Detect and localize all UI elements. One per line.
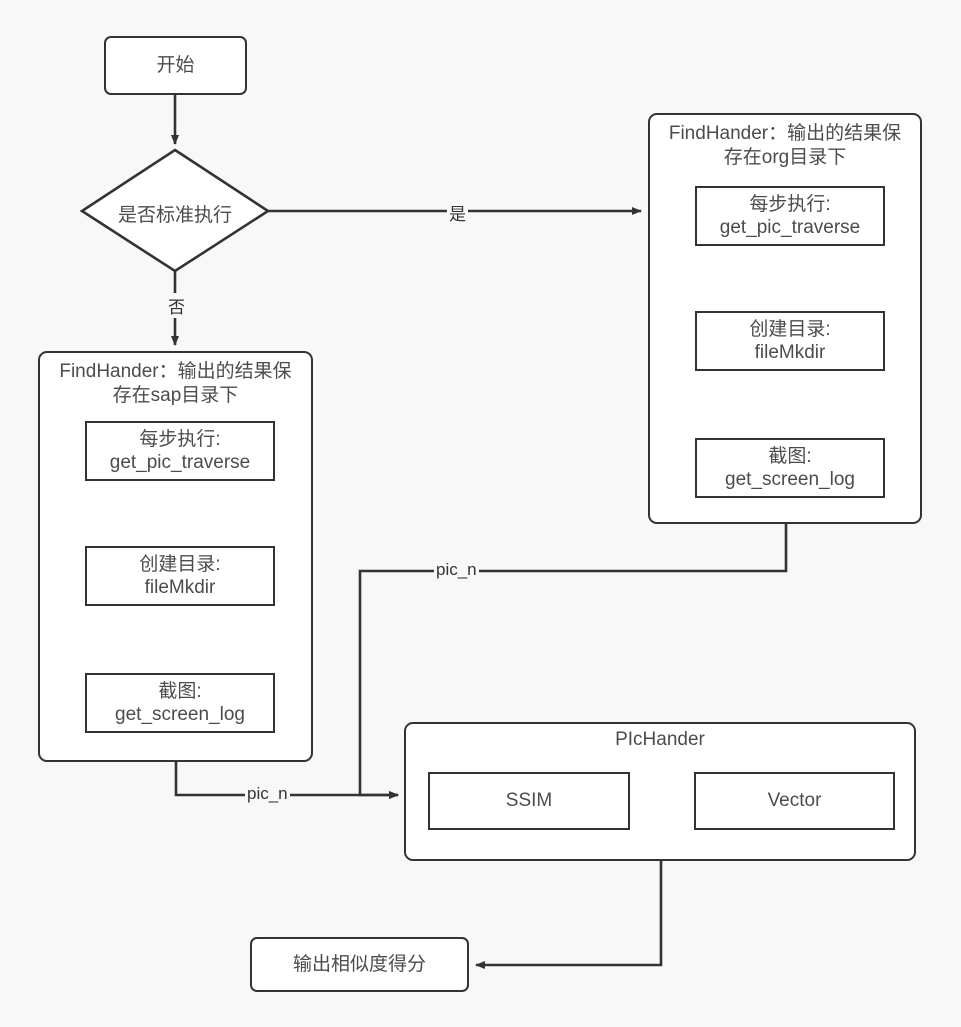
node-ssim[interactable]: SSIM: [428, 772, 630, 830]
edge-sap-to-pic: [174, 762, 399, 799]
node-sap-step3[interactable]: 截图: get_screen_log: [85, 673, 275, 733]
decision-diamond[interactable]: [79, 148, 271, 273]
edge-label-yes: 是: [447, 200, 468, 225]
node-start-label: 开始: [156, 54, 195, 76]
container-org-title: FindHander：输出的结果保 存在org目录下: [668, 123, 902, 169]
edge-pic-to-output: [475, 861, 663, 969]
edge-label-no: 否: [166, 293, 187, 318]
edge-label-pic-n-lower: pic_n: [245, 784, 290, 804]
node-sap-step1-label: 每步执行: get_pic_traverse: [109, 428, 251, 473]
node-org-step2-label: 创建目录: fileMkdir: [749, 318, 831, 363]
container-sap-title: FindHander：输出的结果保 存在sap目录下: [59, 361, 292, 407]
node-sap-step3-label: 截图: get_screen_log: [115, 680, 245, 725]
node-output[interactable]: 输出相似度得分: [250, 937, 469, 992]
node-output-label: 输出相似度得分: [292, 953, 426, 975]
node-org-step3[interactable]: 截图: get_screen_log: [695, 438, 885, 498]
node-vector[interactable]: Vector: [694, 772, 895, 830]
node-sap-step2-label: 创建目录: fileMkdir: [139, 553, 221, 598]
node-org-step2[interactable]: 创建目录: fileMkdir: [695, 311, 885, 371]
node-vector-label: Vector: [767, 790, 822, 812]
node-start[interactable]: 开始: [104, 36, 247, 95]
container-pichander-title: PIcHander: [615, 729, 705, 750]
node-org-step1[interactable]: 每步执行: get_pic_traverse: [695, 186, 885, 246]
node-ssim-label: SSIM: [505, 790, 553, 812]
node-org-step3-label: 截图: get_screen_log: [725, 445, 855, 490]
edge-label-pic-n-upper: pic_n: [434, 560, 479, 580]
node-sap-step1[interactable]: 每步执行: get_pic_traverse: [85, 421, 275, 481]
node-org-step1-label: 每步执行: get_pic_traverse: [719, 193, 861, 238]
node-sap-step2[interactable]: 创建目录: fileMkdir: [85, 546, 275, 606]
